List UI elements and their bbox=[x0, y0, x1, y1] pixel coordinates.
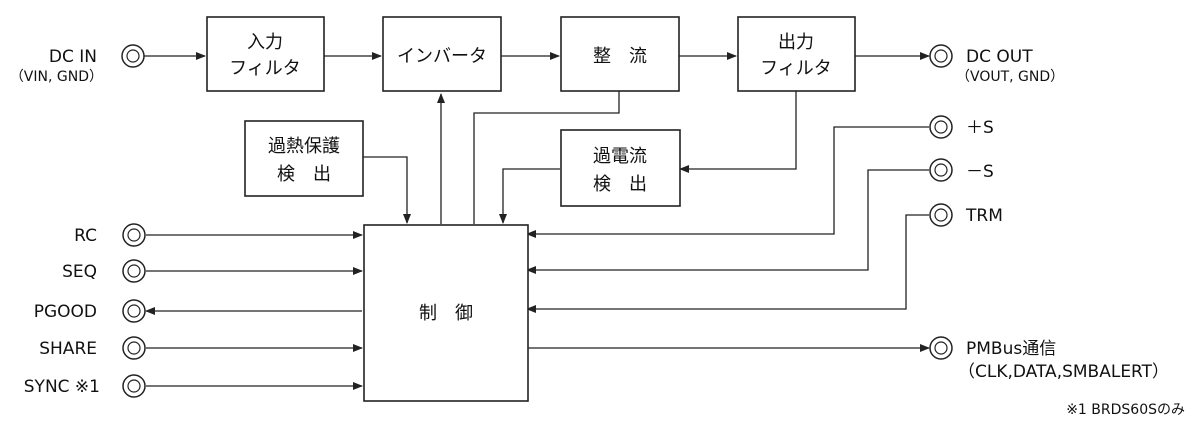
rc-label: RC bbox=[74, 226, 97, 246]
rectifier-label: 整 流 bbox=[593, 46, 647, 67]
overheat-label-1: 過熱保護 bbox=[268, 136, 340, 157]
overcurrent-detect-block: 過電流 検 出 bbox=[560, 129, 681, 207]
overheat-label-2: 検 出 bbox=[277, 164, 331, 185]
line-minus-s-to-control bbox=[526, 169, 929, 274]
pmbus-label: PMBus通信 bbox=[966, 339, 1056, 359]
input-filter-label-2: フィルタ bbox=[229, 58, 301, 79]
terminal-pmbus bbox=[929, 336, 953, 360]
inverter-block: インバータ bbox=[382, 16, 502, 92]
line-plus-s-to-control bbox=[526, 126, 929, 238]
dc-in-label: DC IN bbox=[49, 47, 97, 67]
line-overheat-to-control bbox=[363, 156, 411, 224]
line-trm-to-control bbox=[526, 214, 929, 313]
sync-label: SYNC ※1 bbox=[24, 377, 100, 397]
line-overcurrent-to-control bbox=[499, 168, 560, 224]
share-label: SHARE bbox=[39, 339, 97, 359]
terminal-pgood bbox=[122, 299, 146, 323]
inverter-label: インバータ bbox=[397, 46, 487, 67]
control-block: 制 御 bbox=[363, 224, 529, 402]
terminal-labels: DC IN （VIN, GND） RC SEQ PGOOD SHARE SYNC… bbox=[10, 47, 1169, 397]
control-label: 制 御 bbox=[419, 303, 473, 324]
overcurrent-label-1: 過電流 bbox=[593, 146, 647, 167]
minus-s-label: －S bbox=[966, 162, 994, 182]
pmbus-sublabel: （CLK,DATA,SMBALERT） bbox=[958, 362, 1169, 382]
terminal-seq bbox=[122, 259, 146, 283]
line-rectifier-feedback bbox=[473, 91, 620, 224]
terminal-plus-s bbox=[929, 115, 953, 139]
dc-in-sublabel: （VIN, GND） bbox=[10, 69, 103, 85]
terminals bbox=[121, 44, 953, 398]
input-filter-label-1: 入力 bbox=[247, 32, 283, 53]
overcurrent-label-2: 検 出 bbox=[593, 174, 647, 195]
overheat-detect-block: 過熱保護 検 出 bbox=[244, 120, 364, 197]
input-filter-block: 入力 フィルタ bbox=[206, 16, 325, 92]
pgood-label: PGOOD bbox=[34, 302, 97, 322]
terminal-trm bbox=[929, 203, 953, 227]
terminal-sync bbox=[122, 374, 146, 398]
output-filter-block: 出力 フィルタ bbox=[737, 16, 856, 92]
rectifier-block: 整 流 bbox=[560, 16, 680, 92]
output-filter-label-2: フィルタ bbox=[760, 58, 832, 79]
line-output-filter-to-overcurrent bbox=[679, 91, 797, 173]
terminal-rc bbox=[122, 223, 146, 247]
connections bbox=[144, 52, 930, 390]
dc-out-label: DC OUT bbox=[966, 47, 1033, 67]
footnote: ※1 BRDS60Sのみ bbox=[1066, 402, 1185, 418]
seq-label: SEQ bbox=[62, 262, 97, 282]
plus-s-label: ＋S bbox=[966, 118, 994, 138]
terminal-dc-out bbox=[929, 44, 953, 68]
terminal-dc-in bbox=[121, 44, 145, 68]
dc-out-sublabel: （VOUT, GND） bbox=[956, 69, 1064, 85]
terminal-minus-s bbox=[929, 158, 953, 182]
trm-label: TRM bbox=[965, 206, 1003, 226]
terminal-share bbox=[122, 336, 146, 360]
output-filter-label-1: 出力 bbox=[778, 32, 814, 53]
